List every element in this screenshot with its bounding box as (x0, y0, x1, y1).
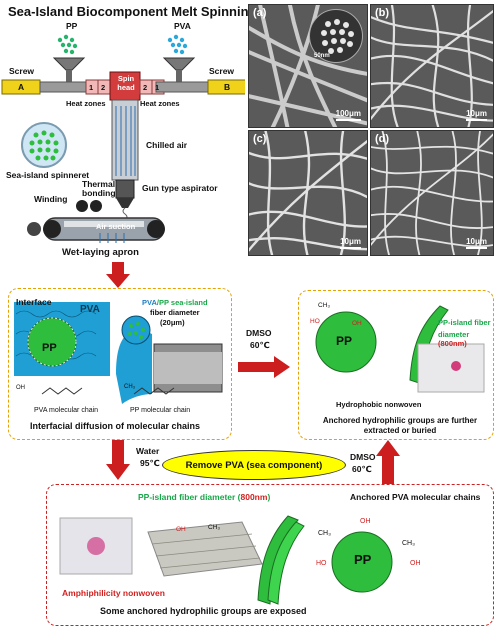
water-temp: 95℃ (140, 458, 160, 468)
pva-sea-label: PVA (80, 304, 100, 315)
arrow-up-dmso (376, 440, 400, 484)
arrow-down-water (106, 440, 130, 480)
arrow-down-1 (106, 262, 130, 288)
sem-scalebar-c: 10μm (340, 237, 361, 249)
panel2-fiber-2: diameter (800nm) (438, 330, 470, 348)
panel-hydrophobic (298, 290, 494, 440)
screw-b-letter: B (224, 82, 231, 92)
panel3-fiber-title: PP-island fiber diameter (800nm) (138, 492, 271, 502)
diagram-title: Sea-Island Biocomponent Melt Spinning (8, 4, 257, 19)
remove-pva-ellipse: Remove PVA (sea component) (162, 450, 346, 480)
screw-a-label: Screw (9, 66, 35, 76)
sem-scalebar-d: 10μm (466, 237, 487, 249)
panel3-oh-a: OH (360, 518, 371, 525)
sem-label-b: (b) (375, 7, 390, 19)
sem-image-b: (b) 10μm (370, 4, 494, 128)
panel2-caption-1: Anchored hydrophilic groups are further (322, 416, 478, 425)
panel-amphiphilicity (46, 484, 494, 626)
apron-label: Wet-laying apron (62, 247, 139, 258)
hydrophobic-nonwoven-label: Hydrophobic nonwoven (336, 400, 422, 409)
dmso-temp-2: 60℃ (352, 464, 372, 474)
remove-pva-label: Remove PVA (sea component) (185, 459, 323, 471)
air-suction-label: Air suction (96, 222, 136, 231)
winding-label: Winding (34, 194, 68, 204)
fiber-title-2: fiber diameter (150, 308, 200, 317)
pp-pellets (57, 34, 78, 55)
panel1-illustration (14, 302, 223, 404)
panel3-caption: Some anchored hydrophilic groups are exp… (100, 606, 307, 616)
sem-fibers-c (249, 131, 367, 255)
panel3-oh-b: OH (410, 560, 421, 567)
spinneret-disc (21, 122, 67, 168)
sem-label-a: (a) (253, 7, 267, 19)
sem-scalebar-b: 10μm (466, 109, 487, 121)
spin-head (109, 71, 141, 101)
panel2-illustration (315, 305, 485, 393)
pp-label: PP (66, 21, 78, 31)
screw-b-barrel (207, 79, 245, 95)
sem-image-c: (c) 10μm (248, 130, 368, 256)
panel3-ch3-c: CH₃ (208, 524, 221, 531)
fiber-title: PVA/PP sea-island (142, 298, 208, 307)
heat-zones-right: Heat zones (140, 99, 180, 108)
zone-1-left: 1 (89, 83, 94, 92)
sem-label-c: (c) (253, 133, 267, 145)
panel3-ch3-a: CH₃ (318, 530, 331, 537)
anchored-chains-label: Anchored PVA molecular chains (350, 492, 481, 502)
pp-hopper (52, 57, 86, 71)
panel3-oh-c: OH (176, 526, 186, 533)
water-label: Water (136, 446, 160, 456)
panel1-oh: OH (16, 385, 25, 391)
spinning-schematic (1, 34, 245, 243)
sem-fibers-a (249, 5, 367, 127)
fiber-title-3: (20μm) (160, 318, 185, 327)
screw-b-label: Screw (209, 66, 235, 76)
thermal-bonding-label: Thermal bonding (82, 179, 116, 198)
zone-1-right: 1 (155, 83, 160, 92)
dmso-temp-1: 60℃ (250, 340, 270, 350)
panel1-ch3: CH₃ (124, 384, 136, 390)
panel3-ch3-b: CH₃ (402, 540, 415, 547)
sem-label-d: (d) (375, 133, 390, 145)
sem-inset-scale: 50nm (314, 53, 330, 59)
panel2-caption-2: extracted or buried (363, 426, 437, 435)
screw-a-letter: A (18, 82, 25, 92)
pp-island-label: PP (42, 342, 57, 354)
dmso-label-2: DMSO (350, 452, 376, 462)
sem-inset-a: 50nm (309, 9, 363, 63)
sem-inset-dots (321, 19, 354, 54)
amphiphilicity-label: Amphiphilicity nonwoven (62, 588, 165, 598)
panel-interfacial-diffusion (8, 288, 232, 440)
panel1-caption: Interfacial diffusion of molecular chain… (30, 421, 201, 431)
panel3-pp: PP (354, 552, 372, 567)
sem-image-d: (d) 10μm (370, 130, 494, 256)
zone-2-left: 2 (101, 83, 106, 92)
panel3-illustration (59, 515, 393, 605)
spinneret-label: Sea-island spinneret (6, 170, 90, 180)
pva-chain-label: PVA molecular chain (34, 407, 99, 414)
panel2-ch3: CH₃ (318, 302, 331, 309)
pva-label: PVA (174, 21, 191, 31)
arrow-right-dmso (238, 356, 290, 378)
sem-image-a: 50nm (a) 100μm (248, 4, 368, 128)
aspirator-label: Gun type aspirator (142, 183, 218, 193)
sem-scalebar-a: 100μm (336, 109, 361, 121)
zone-2-right: 2 (143, 83, 148, 92)
pva-pellets (167, 34, 188, 55)
sem-fibers-b (371, 5, 493, 127)
panel2-fiber-1: PP-island fiber (438, 318, 491, 327)
panel2-ho: HO (310, 318, 320, 325)
panel2-pp: PP (336, 334, 353, 348)
pva-hopper (162, 57, 196, 71)
panel2-oh: OH (352, 320, 362, 327)
pp-chain-label: PP molecular chain (130, 407, 191, 414)
chilled-air-label: Chilled air (146, 140, 188, 150)
dmso-label-1: DMSO (246, 328, 272, 338)
spin-head-label: Spin head (117, 74, 135, 92)
heat-zones-left: Heat zones (66, 99, 106, 108)
panel3-ho-a: HO (316, 560, 327, 567)
interface-label: Interface (16, 297, 52, 307)
